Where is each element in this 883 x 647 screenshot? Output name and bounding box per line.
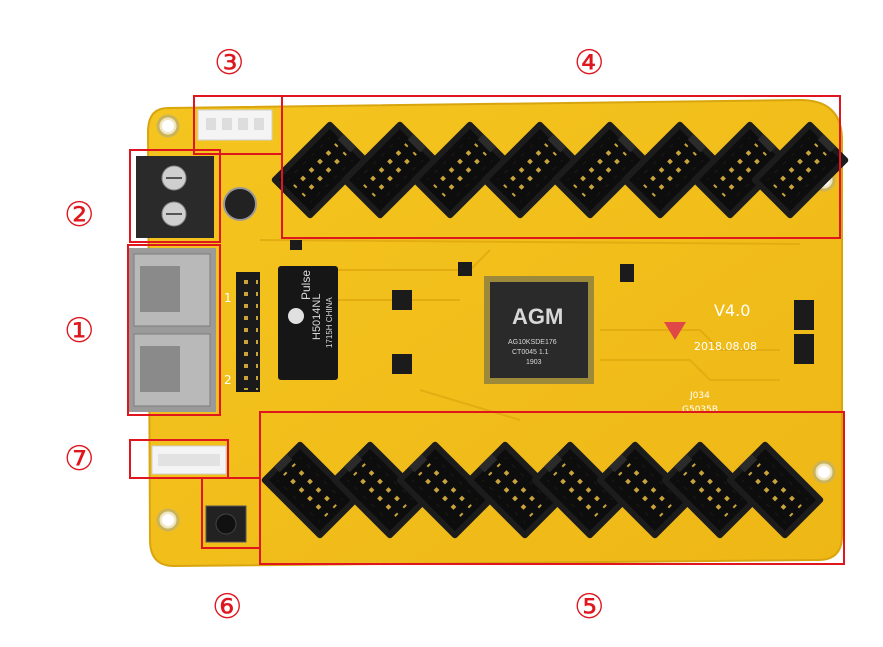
white-connector-top bbox=[197, 109, 273, 141]
small-ic-5 bbox=[620, 264, 634, 282]
capacitor bbox=[223, 187, 257, 221]
white-connector-side bbox=[151, 445, 227, 475]
callout-4: ④ bbox=[574, 43, 604, 83]
main-chip-line2: CT0045 1.1 bbox=[512, 349, 549, 356]
callout-box-7 bbox=[129, 439, 229, 479]
callout-7: ⑦ bbox=[64, 439, 94, 479]
power-terminal bbox=[136, 156, 214, 238]
callout-6: ⑥ bbox=[212, 587, 242, 627]
main-chip-line1: AG10KSDE176 bbox=[508, 339, 557, 346]
board-model: G5035B bbox=[682, 405, 718, 415]
pulse-transformer: Pulse H5014NL 1715H CHINA bbox=[278, 266, 338, 380]
small-ic-3 bbox=[458, 262, 472, 276]
callout-2: ② bbox=[64, 195, 94, 235]
board-version: V4.0 bbox=[714, 301, 750, 320]
callout-3: ③ bbox=[214, 43, 244, 83]
small-ic-2 bbox=[392, 354, 412, 374]
jp-label-1: 1 bbox=[224, 291, 232, 305]
transformer-line2: 1715H CHINA bbox=[325, 297, 334, 348]
board-ic: J034 bbox=[689, 391, 710, 401]
main-chip: AGM AG10KSDE176 CT0045 1.1 1903 bbox=[484, 276, 594, 384]
callout-1: ① bbox=[64, 311, 94, 351]
callout-box-1 bbox=[127, 244, 221, 416]
small-ic-1 bbox=[392, 290, 412, 310]
callout-numbers: ① ② ③ ④ ⑤ ⑥ ⑦ bbox=[64, 43, 604, 627]
jp-header: 1 2 bbox=[224, 272, 260, 392]
logo-triangle bbox=[664, 322, 686, 340]
right-ic-2 bbox=[794, 334, 814, 364]
ethernet-ports bbox=[128, 248, 216, 412]
board-date: 2018.08.08 bbox=[694, 340, 757, 353]
callout-box-6 bbox=[201, 477, 261, 549]
callout-boxes bbox=[127, 95, 845, 565]
callout-box-4 bbox=[281, 95, 841, 239]
main-chip-brand: AGM bbox=[512, 304, 563, 329]
jp-label-2: 2 bbox=[224, 373, 232, 387]
transformer-brand: Pulse bbox=[299, 270, 313, 300]
pulse-logo-icon bbox=[288, 308, 304, 324]
callout-5: ⑤ bbox=[574, 587, 604, 627]
main-chip-line3: 1903 bbox=[526, 359, 542, 366]
small-ic-4 bbox=[290, 240, 302, 250]
reset-button bbox=[205, 505, 247, 543]
callout-box-2 bbox=[129, 149, 221, 243]
right-ic-1 bbox=[794, 300, 814, 330]
transformer-part: H5014NL bbox=[311, 294, 323, 340]
